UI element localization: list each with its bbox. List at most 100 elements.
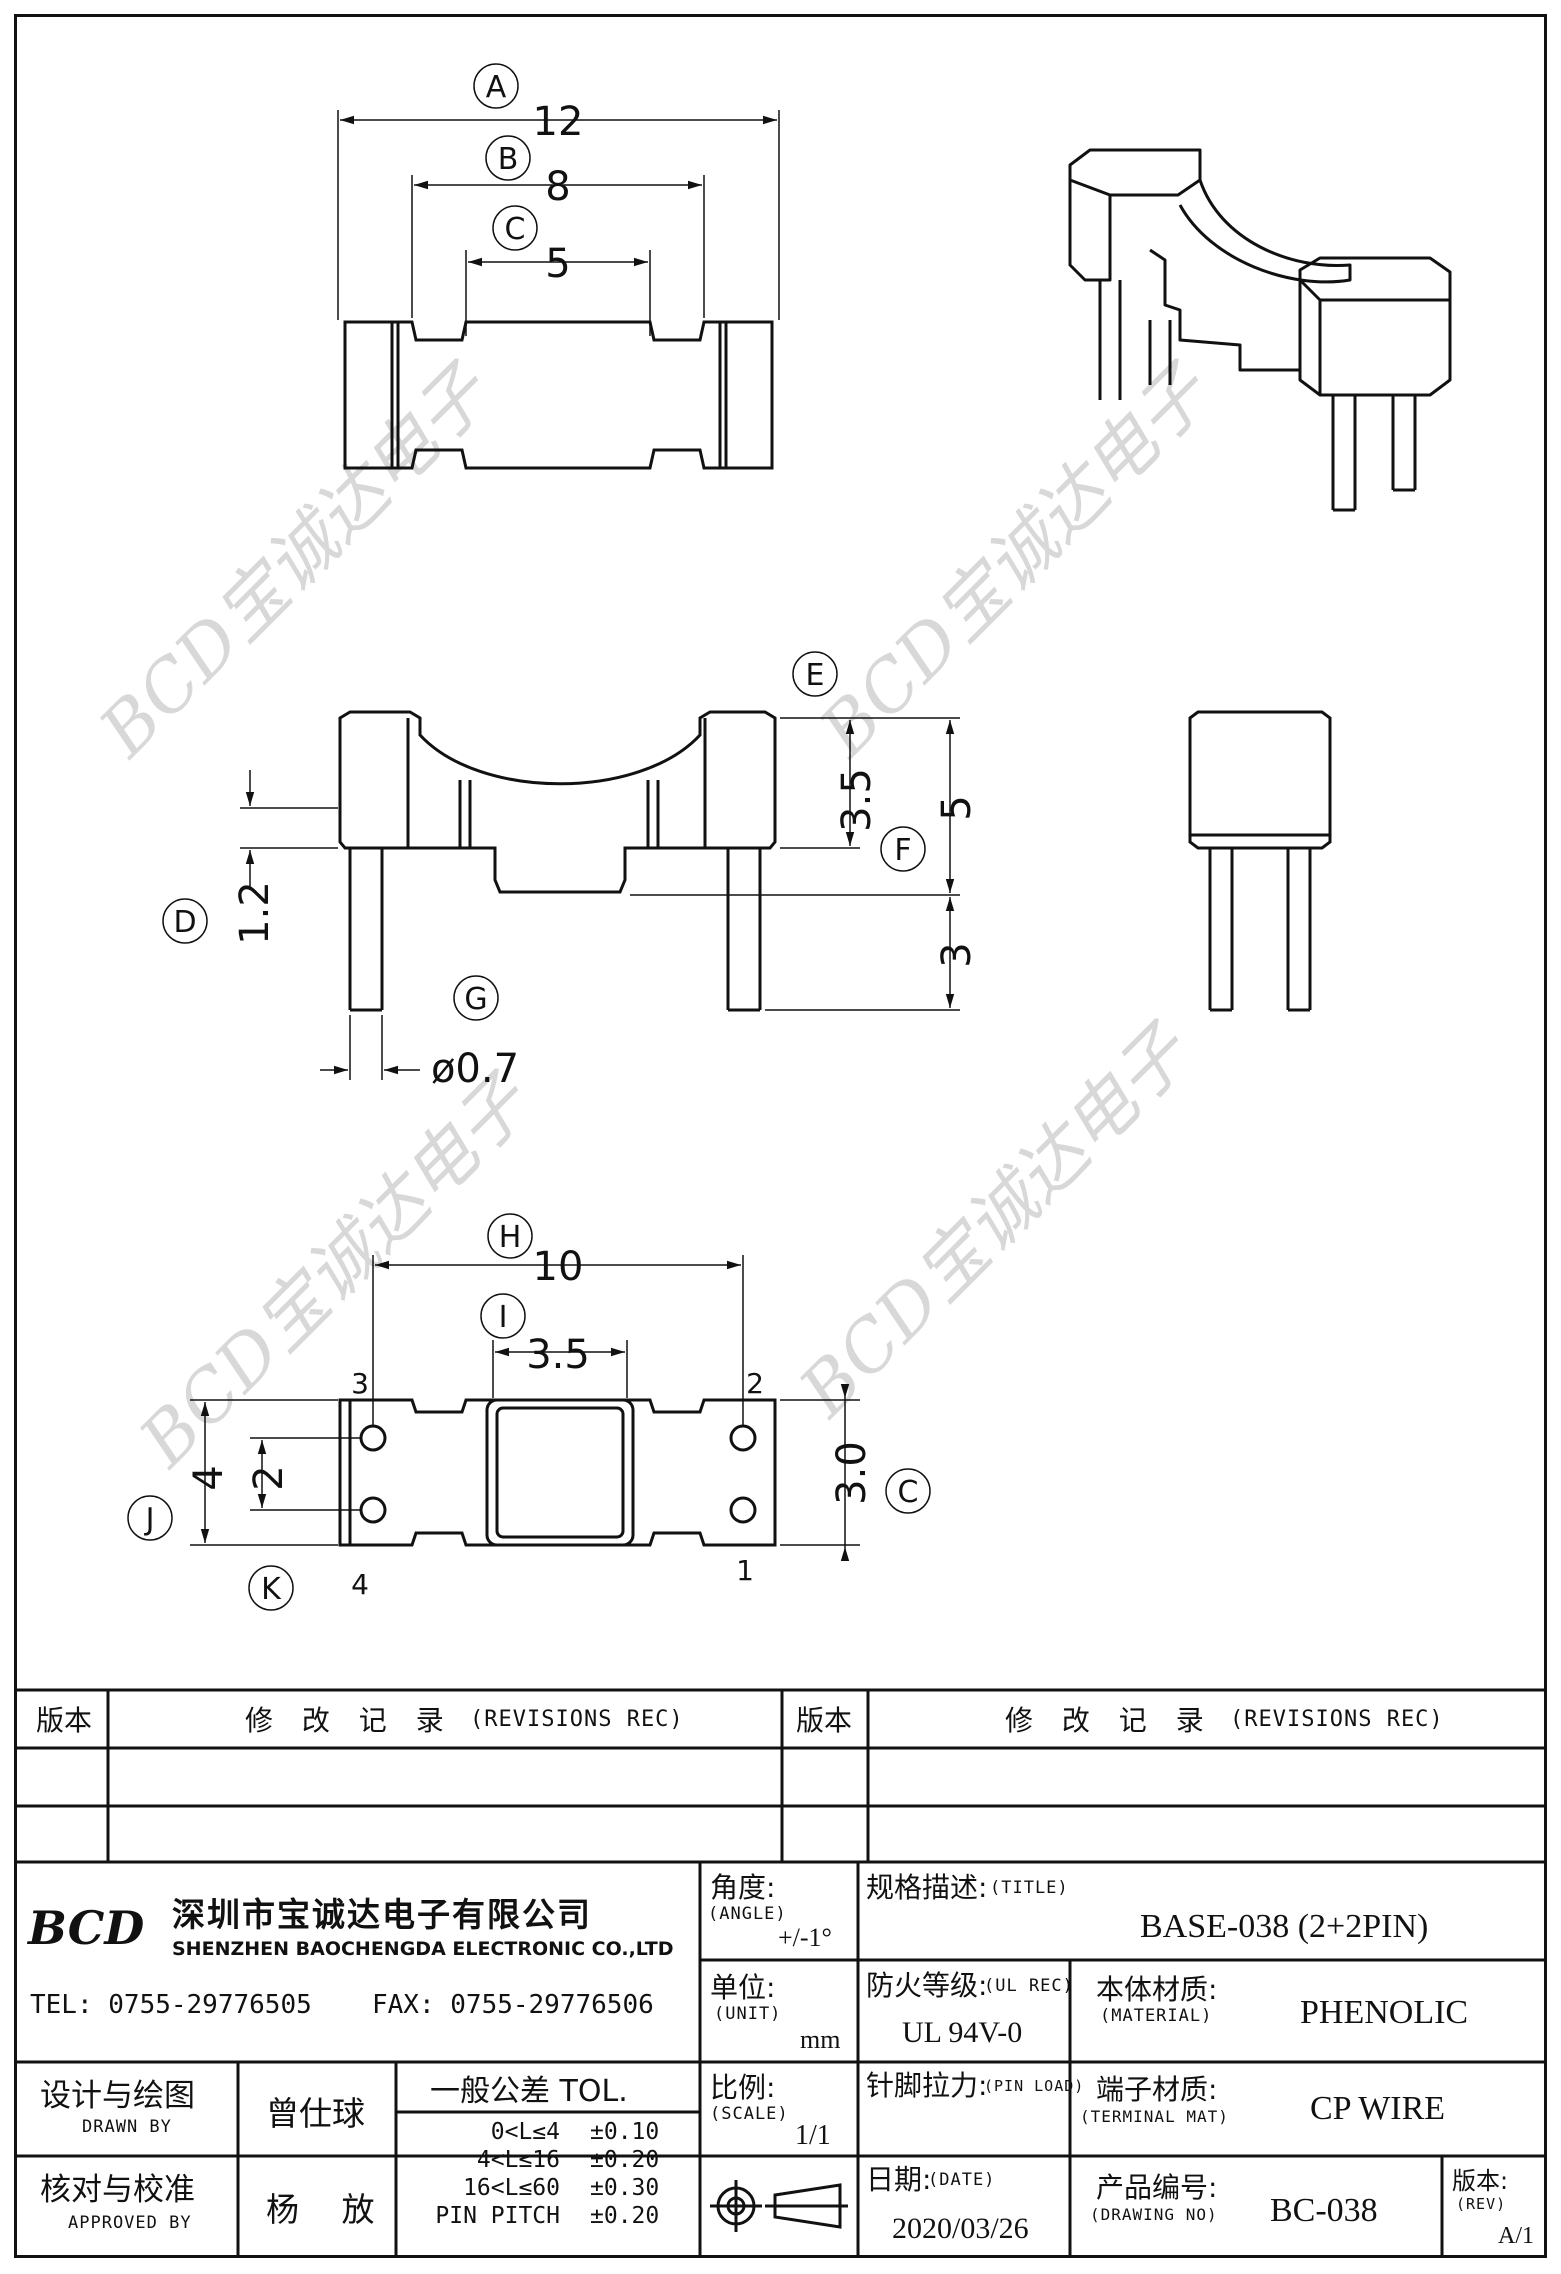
company-logo: BCD — [28, 1901, 145, 1955]
rev-rec-en-right: (REVISIONS REC) — [1230, 1706, 1444, 1732]
title-sub: (TITLE) — [990, 1878, 1069, 1898]
dim-a-letter: A — [486, 70, 507, 105]
top-view-dims — [337, 63, 780, 336]
tol-range-4: PIN PITCH — [435, 2203, 560, 2229]
watermark-text-4: BCD宝诚达电子 — [783, 1009, 1208, 1434]
company-name-cn: 深圳市宝诚达电子有限公司 — [172, 1895, 592, 1934]
scale-label: 比例: — [710, 2071, 776, 2104]
ul-label: 防火等级: — [866, 1969, 988, 2002]
projection-symbol-icon — [710, 2180, 848, 2232]
company-tel: TEL: 0755-29776505 — [30, 1990, 312, 2020]
drawn-label: 设计与绘图 — [40, 2077, 195, 2114]
bottom-view-dims — [127, 1213, 931, 1611]
company-fax: FAX: 0755-29776506 — [372, 1990, 654, 2020]
unit-label: 单位: — [710, 1971, 776, 2004]
approved-value: 杨 放 — [266, 2190, 391, 2229]
angle-value: +/-1° — [778, 1923, 832, 1952]
unit-sub: (UNIT) — [714, 2004, 782, 2024]
pin-3-label: 3 — [351, 1367, 369, 1400]
bottom-view-labels: H 10 I 3.5 J 4 2 K C 3.0 3 2 1 4 — [144, 1220, 919, 1607]
drawno-value: BC-038 — [1270, 2192, 1378, 2229]
dim-e-outer: 5 — [934, 795, 980, 820]
dim-c2-letter: C — [898, 1475, 919, 1510]
material-value: PHENOLIC — [1300, 1994, 1469, 2031]
rev-value: A/1 — [1498, 2222, 1534, 2249]
watermark-text-2: BCD宝诚达电子 — [803, 349, 1228, 774]
dim-c2-value: 3.0 — [829, 1441, 875, 1505]
dim-c-letter: C — [505, 212, 526, 247]
top-view-labels: A 12 B 8 C 5 — [486, 70, 584, 287]
title-label: 规格描述: — [866, 1871, 988, 1904]
dim-i-letter: I — [499, 1300, 508, 1335]
drawn-sub: DRAWN BY — [82, 2117, 172, 2137]
rev-rec-label-left: 修 改 记 录 — [245, 1704, 454, 1737]
dim-c-value: 5 — [545, 241, 570, 287]
dim-j-outer: 4 — [186, 1465, 232, 1490]
dim-a-value: 12 — [533, 99, 584, 145]
terminal-sub: (TERMINAL MAT) — [1080, 2106, 1229, 2126]
front-view — [338, 710, 777, 1012]
tol-range-3: 16<L≤60 — [463, 2175, 560, 2201]
pin-1-label: 1 — [736, 1554, 754, 1587]
dim-i-value: 3.5 — [526, 1332, 590, 1378]
dim-pin-length: 3 — [934, 942, 980, 967]
tol-label: 一般公差 TOL. — [430, 2074, 628, 2109]
scale-sub: (SCALE) — [710, 2104, 789, 2124]
side-view — [1188, 710, 1332, 1012]
front-view-dims — [162, 651, 960, 1080]
tol-range-2: 4<L≤16 — [476, 2147, 560, 2173]
company-name-en: SHENZHEN BAOCHENGDA ELECTRONIC CO.,LTD — [172, 1938, 674, 1960]
material-sub: (MATERIAL) — [1100, 2006, 1213, 2026]
approved-label: 核对与校准 — [40, 2171, 195, 2208]
rev-rec-en-left: (REVISIONS REC) — [470, 1706, 684, 1732]
rev-ver-label-right: 版本 — [796, 1704, 853, 1737]
dim-g-value: ø0.7 — [431, 1046, 519, 1092]
table-grid — [14, 1688, 1547, 2258]
dim-f-letter: F — [894, 833, 911, 868]
tol-value-3: ±0.30 — [590, 2175, 660, 2201]
pin-2-label: 2 — [746, 1367, 764, 1400]
tol-value-4: ±0.20 — [590, 2203, 660, 2229]
dim-g-letter: G — [464, 982, 487, 1017]
dim-j-letter: J — [144, 1502, 155, 1537]
rev-sub: (REV) — [1456, 2195, 1507, 2213]
pinload-label: 针脚拉力: — [866, 2069, 988, 2102]
isometric-view — [1068, 148, 1452, 512]
dim-b-value: 8 — [545, 164, 570, 210]
dim-b-letter: B — [498, 142, 519, 177]
unit-value: mm — [800, 2025, 841, 2054]
dim-e-inner: 3.5 — [834, 768, 880, 832]
dim-d-letter: D — [173, 905, 196, 940]
pinload-sub: (PIN LOAD) — [984, 2077, 1085, 2095]
dim-e-letter: E — [806, 658, 825, 693]
watermark-text-1: BCD宝诚达电子 — [83, 349, 508, 774]
drawno-label: 产品编号: — [1096, 2171, 1218, 2204]
date-sub: (DATE) — [928, 2170, 996, 2190]
ul-sub: (UL REC) — [984, 1976, 1074, 1996]
tol-value-2: ±0.20 — [590, 2147, 660, 2173]
tol-value-1: ±0.10 — [590, 2119, 660, 2145]
date-value: 2020/03/26 — [892, 2212, 1029, 2245]
drawn-value: 曾仕球 — [266, 2094, 365, 2133]
watermark-text-3: BCD宝诚达电子 — [123, 1059, 548, 1484]
dim-h-letter: H — [499, 1220, 522, 1255]
dim-j-inner: 2 — [246, 1465, 292, 1490]
drawno-sub: (DRAWING NO) — [1090, 2204, 1218, 2224]
bottom-view — [338, 1398, 777, 1547]
date-label: 日期: — [866, 2163, 932, 2196]
approved-sub: APPROVED BY — [68, 2213, 192, 2233]
angle-label: 角度: — [710, 1871, 776, 1904]
title-value: BASE-038 (2+2PIN) — [1140, 1908, 1429, 1945]
rev-ver-label-left: 版本 — [36, 1704, 93, 1737]
front-view-labels: E 3.5 5 3 F D 1.2 G ø0.7 — [173, 658, 980, 1092]
tol-range-1: 0<L≤4 — [490, 2119, 560, 2145]
terminal-value: CP WIRE — [1310, 2090, 1446, 2127]
terminal-label: 端子材质: — [1096, 2073, 1218, 2106]
pin-4-label: 4 — [351, 1568, 369, 1601]
dim-k-letter: K — [261, 1572, 282, 1607]
drawing-sheet — [14, 14, 1547, 2258]
ul-value: UL 94V-0 — [902, 2016, 1023, 2049]
dim-h-value: 10 — [533, 1244, 584, 1290]
rev-label: 版本: — [1452, 2166, 1509, 2195]
